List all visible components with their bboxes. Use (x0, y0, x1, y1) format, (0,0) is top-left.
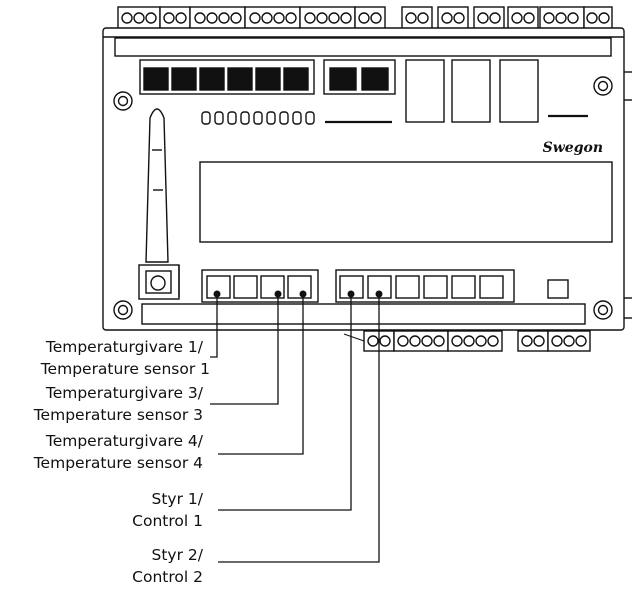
top-strip (114, 37, 612, 57)
label-temp3-line2: Temperature sensor 3 (33, 406, 203, 424)
led-row (201, 111, 392, 125)
label-control1-line1: Styr 1/ (152, 490, 204, 508)
label-temp1-line2: Temperature sensor 1 (40, 360, 210, 378)
callout-labels: Temperaturgivare 1/ Temperature sensor 1… (33, 338, 210, 586)
label-control2-line1: Styr 2/ (152, 546, 204, 564)
antenna (138, 108, 180, 300)
bottom-rj-connectors (201, 269, 515, 303)
label-temp4-line1: Temperaturgivare 4/ (45, 432, 204, 450)
display-area (199, 161, 613, 243)
label-temp3-line1: Temperaturgivare 3/ (45, 384, 204, 402)
top-terminal-blocks (117, 6, 613, 30)
board-outline (102, 27, 625, 331)
leader-lines (210, 291, 380, 563)
label-temp4-line2: Temperature sensor 4 (33, 454, 203, 472)
connector-dots (213, 290, 383, 298)
bottom-strip (141, 303, 586, 325)
label-temp1-line1: Temperaturgivare 1/ (45, 338, 204, 356)
bottom-terminal-blocks (363, 330, 591, 352)
relays (405, 59, 539, 123)
top-rj-connectors (139, 59, 396, 95)
label-control1-line2: Control 1 (132, 512, 203, 530)
mounting-holes (113, 76, 613, 320)
label-control2-line2: Control 2 (132, 568, 203, 586)
brand-logo: Swegon (543, 140, 603, 156)
small-component (547, 279, 569, 299)
